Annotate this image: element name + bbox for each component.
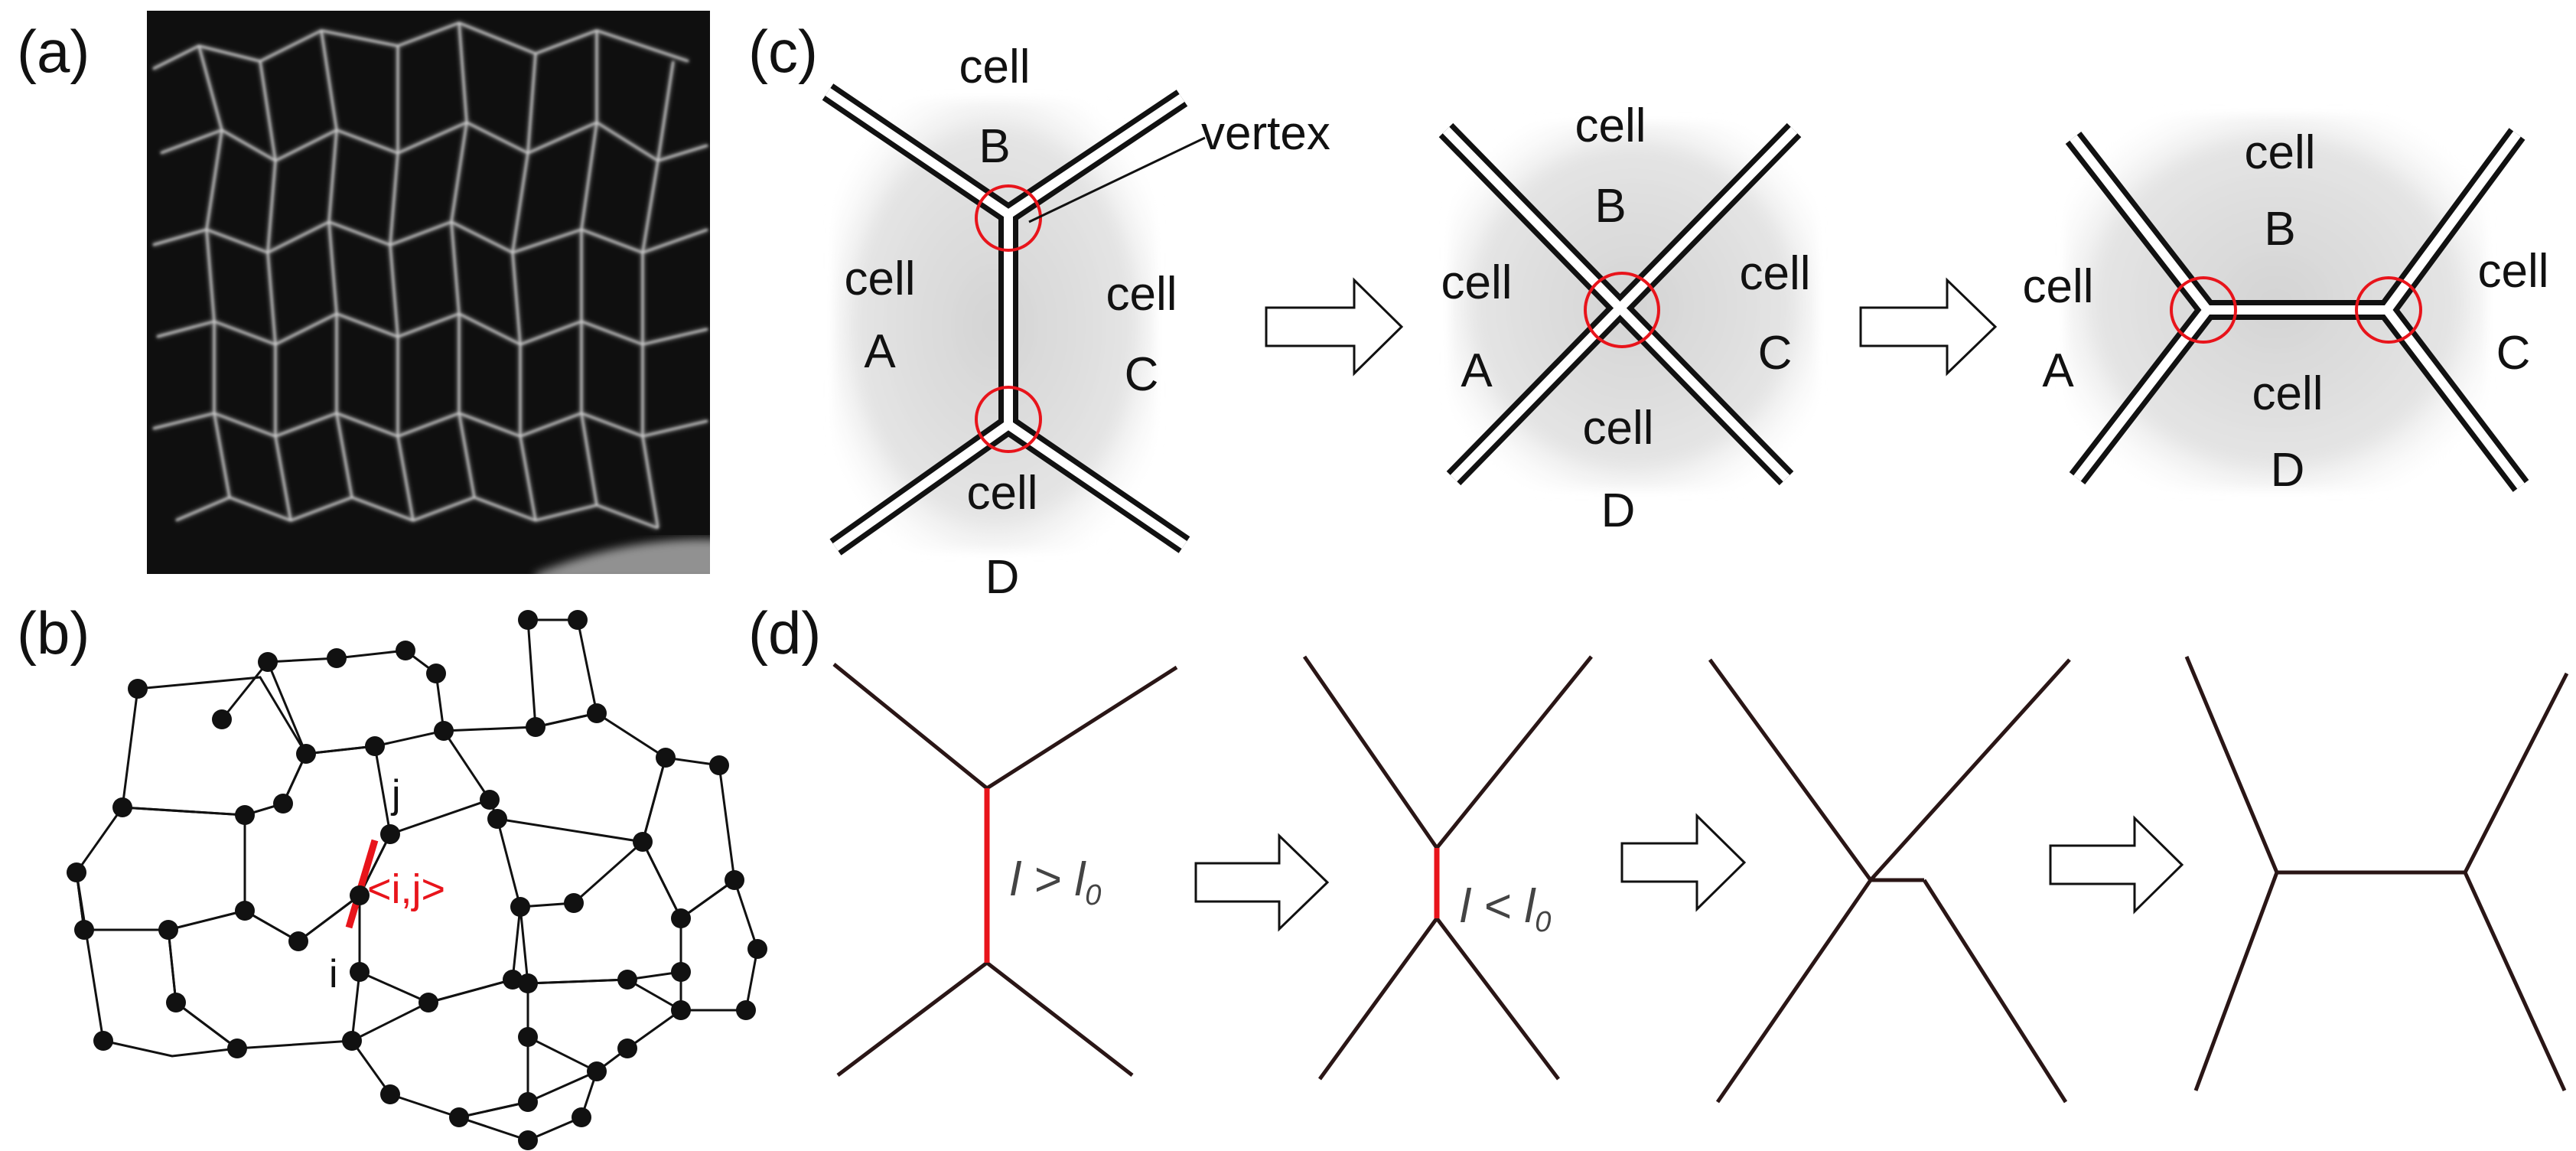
cell-b-label: cell bbox=[2244, 126, 2315, 179]
cell-c-letter: C bbox=[2496, 327, 2531, 380]
cell-d-label: cell bbox=[1582, 402, 1653, 455]
cell-c-letter: C bbox=[1125, 348, 1159, 401]
cell-a-letter: A bbox=[1461, 344, 1493, 397]
vertex-network: j i <i,j> bbox=[67, 610, 767, 1150]
cell-b-letter: B bbox=[1594, 180, 1626, 233]
vertex-marker bbox=[1584, 272, 1660, 348]
panel-label-c: (c) bbox=[748, 18, 818, 85]
cell-a-label: cell bbox=[2022, 260, 2093, 313]
panel-label-b: (b) bbox=[17, 599, 90, 667]
cell-b-letter: B bbox=[979, 120, 1010, 173]
arrow-c-2 bbox=[1859, 277, 1998, 377]
vertex-callout-label: vertex bbox=[1201, 107, 1330, 160]
vertex-marker bbox=[975, 386, 1042, 453]
panel-label-a: (a) bbox=[17, 18, 90, 85]
panel-label-d: (d) bbox=[748, 599, 822, 667]
t1-stage-1: vertex cell B cell A cell C cell D bbox=[822, 41, 1330, 604]
cell-a-label: cell bbox=[844, 253, 915, 305]
condition-short: l < l0 bbox=[1460, 880, 1551, 938]
d-stage-4 bbox=[2184, 656, 2569, 1092]
cell-b-letter: B bbox=[2264, 203, 2295, 256]
arrow-c-1 bbox=[1265, 277, 1404, 377]
d-stage-2: l < l0 bbox=[1302, 655, 1593, 1081]
d-stage-3 bbox=[1708, 658, 2071, 1104]
micrograph-image bbox=[147, 11, 710, 574]
cell-c-label: cell bbox=[2477, 245, 2548, 298]
arrow-d-2 bbox=[1620, 813, 1747, 912]
cell-d-letter: D bbox=[985, 551, 1020, 604]
cell-b-label: cell bbox=[1575, 99, 1646, 152]
cell-c-letter: C bbox=[1758, 327, 1793, 380]
vertex-marker bbox=[975, 184, 1042, 252]
cell-d-letter: D bbox=[2271, 444, 2305, 497]
cell-c-label: cell bbox=[1106, 268, 1177, 321]
arrow-d-1 bbox=[1194, 833, 1330, 932]
cell-d-label: cell bbox=[966, 467, 1037, 520]
cell-a-letter: A bbox=[864, 325, 896, 378]
cell-d-label: cell bbox=[2252, 367, 2323, 420]
cell-d-letter: D bbox=[1601, 484, 1636, 537]
vertex-marker bbox=[2170, 276, 2237, 344]
vertex-j-label: j bbox=[390, 772, 401, 817]
d-stage-1: l > l0 bbox=[832, 663, 1178, 1077]
vertex-marker bbox=[2355, 276, 2422, 344]
cell-c-label: cell bbox=[1739, 247, 1810, 300]
cell-b-label: cell bbox=[959, 41, 1030, 93]
cell-a-label: cell bbox=[1441, 256, 1512, 309]
t1-stage-2: cell B cell A cell C cell D bbox=[1438, 99, 1817, 537]
cell-a-letter: A bbox=[2042, 344, 2074, 397]
arrow-d-3 bbox=[2049, 815, 2184, 915]
vertex-callout-line bbox=[1028, 136, 1206, 223]
edge-ij-label: <i,j> bbox=[367, 866, 445, 912]
condition-long: l > l0 bbox=[1010, 853, 1101, 911]
t1-stage-3: cell B cell A cell C cell D bbox=[2022, 115, 2549, 497]
highlighted-edge bbox=[345, 839, 379, 929]
vertex-i-label: i bbox=[329, 952, 338, 996]
